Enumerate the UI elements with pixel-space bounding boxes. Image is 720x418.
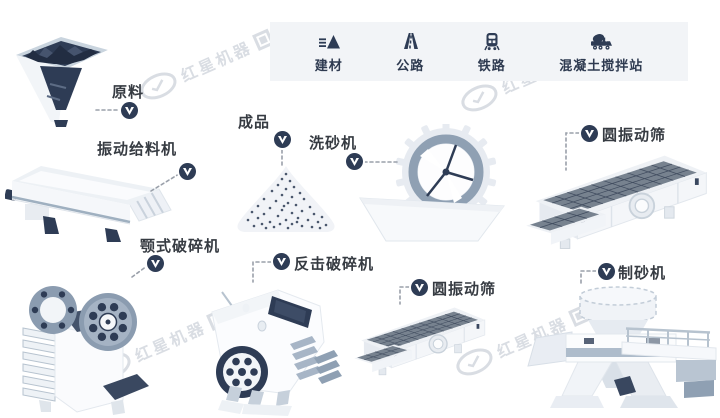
concrete-mixing-station-icon	[591, 33, 613, 50]
legend-item-building-materials: 建材	[315, 30, 343, 74]
legend-item-concrete-mixing-station: 混凝土搅拌站	[559, 30, 643, 74]
highway-icon	[404, 32, 419, 49]
sand-washer-illustration	[359, 124, 505, 242]
connector-impact-crusher	[252, 261, 272, 283]
impact-crusher-illustration	[211, 289, 342, 416]
legend-label: 铁路	[477, 58, 506, 74]
watermark-logo-icon	[461, 84, 498, 112]
sand-washer-label: 洗砂机	[309, 134, 358, 152]
impact-crusher-label: 反击破碎机	[294, 255, 375, 273]
screen-bottom-marker-icon	[411, 279, 428, 296]
application-legend-bar: 建材 公路	[270, 22, 688, 81]
sand-washer-marker-icon	[346, 153, 363, 170]
legend-label: 建材	[314, 58, 343, 74]
legend-item-highway: 公路	[396, 30, 424, 74]
circular-vibrating-screen-illustration	[354, 307, 486, 376]
watermark-text: 红星机器	[178, 37, 256, 86]
vibrating-screen-top-label: 圆振动筛	[602, 126, 667, 144]
legend-item-railway: 铁路	[478, 30, 506, 74]
finished-product-label: 成品	[238, 113, 271, 131]
screen-top-marker-icon	[581, 125, 598, 142]
raw-material-label: 原料	[112, 83, 145, 101]
raw-material-marker-icon	[121, 102, 138, 119]
vibrating-screen-bottom-label: 圆振动筛	[432, 280, 497, 298]
vibrating-feeder-marker-icon	[179, 163, 196, 180]
railway-icon	[484, 32, 500, 50]
sand-maker-marker-icon	[598, 263, 615, 280]
jaw-crusher-marker-icon	[147, 255, 164, 272]
jaw-crusher-label: 颚式破碎机	[140, 237, 221, 255]
legend-label: 公路	[396, 58, 425, 74]
circular-vibrating-screen-illustration	[526, 155, 707, 249]
finished-product-marker-icon	[274, 131, 291, 148]
vibrating-feeder-label: 振动给料机	[97, 140, 178, 158]
jaw-crusher-illustration	[22, 286, 149, 415]
sand-maker-label: 制砂机	[618, 264, 667, 282]
vibrating-feeder-illustration	[5, 166, 172, 242]
impact-crusher-marker-icon	[273, 253, 290, 270]
finished-product-pile-illustration	[237, 166, 335, 232]
sand-maker-illustration	[527, 286, 717, 408]
raw-material-hopper-illustration	[16, 37, 108, 127]
watermark: 红星机器	[135, 24, 276, 106]
legend-label: 混凝土搅拌站	[559, 58, 644, 74]
building-materials-icon	[318, 34, 340, 48]
